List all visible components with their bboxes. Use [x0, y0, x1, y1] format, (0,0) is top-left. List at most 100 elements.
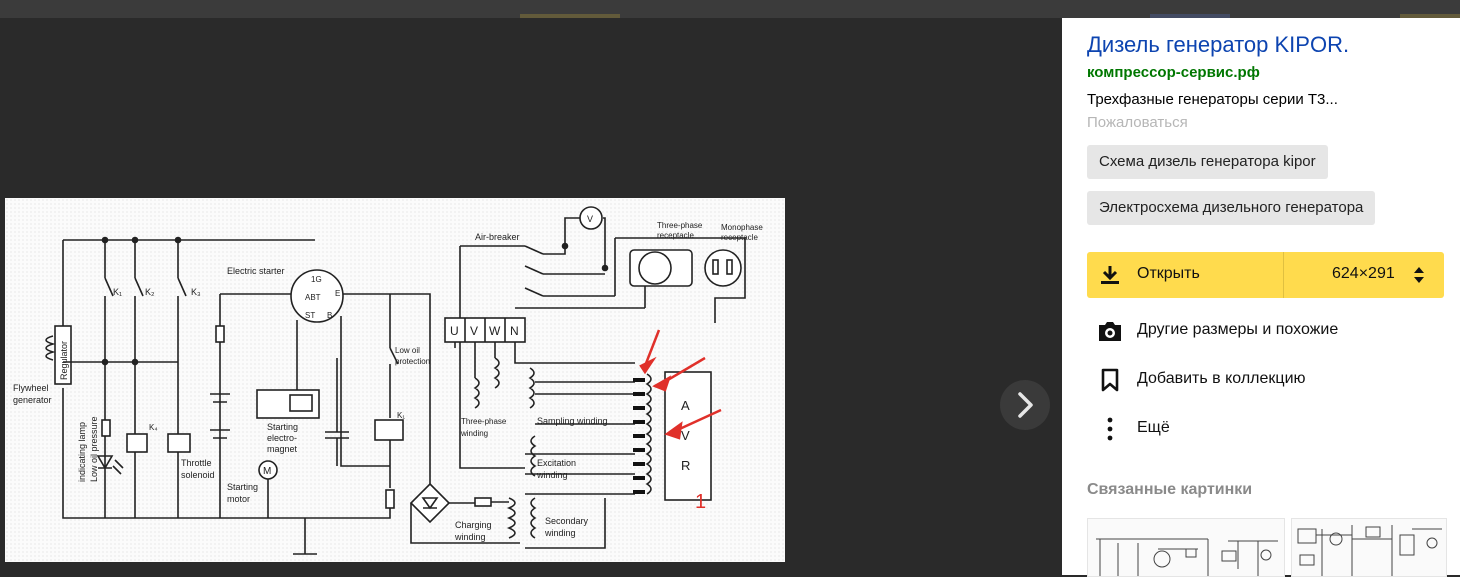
tag-electro-scheme[interactable]: Электросхема дизельного генератора	[1087, 191, 1376, 225]
starter-st: ST	[305, 311, 315, 320]
regulator-label: Regulator	[59, 341, 69, 380]
throttle-label-2: solenoid	[181, 470, 215, 480]
three-phase-receptacle-1: Three-phase	[657, 221, 703, 230]
secondary-label-2: winding	[544, 528, 576, 538]
starting-motor-label-2: motor	[227, 494, 250, 504]
relay-k2	[126, 433, 148, 453]
throttle-label-1: Throttle	[181, 458, 212, 468]
wire	[343, 293, 431, 513]
related-image-thumb[interactable]	[1087, 518, 1285, 577]
bookmark-icon	[1101, 368, 1119, 392]
more-action[interactable]: Ещё	[1087, 414, 1417, 444]
electric-starter-label: Electric starter	[227, 266, 285, 276]
magnet-label-2: electro-	[267, 433, 297, 443]
air-breaker-label: Air-breaker	[475, 232, 520, 242]
starting-motor-label-1: Starting	[227, 482, 258, 492]
relay-k1-label: K₁	[397, 411, 405, 420]
wire	[410, 502, 520, 544]
report-link[interactable]: Пожаловаться	[1087, 114, 1188, 131]
switch-k3	[177, 240, 187, 518]
wire	[219, 293, 295, 326]
junction	[601, 264, 609, 272]
three-phase-winding-2: winding	[460, 429, 488, 438]
rectifier-bridge	[409, 482, 451, 524]
next-image-button[interactable]	[1000, 380, 1050, 430]
more-label: Ещё	[1137, 419, 1170, 436]
avr-a: A	[681, 398, 690, 413]
open-image-button[interactable]: Открыть 624×291	[1087, 252, 1444, 298]
magnet-label-3: magnet	[267, 444, 298, 454]
switch-k1	[104, 240, 114, 518]
magnet-label-1: Starting	[267, 422, 298, 432]
charging-coil	[506, 497, 516, 539]
wiring-diagram-image[interactable]: Regulator Flywheel generator K₁ K₂ K₃ Lo…	[5, 198, 785, 562]
k1-label: K₁	[113, 287, 122, 297]
relay-k1	[374, 419, 404, 441]
fuse	[215, 325, 225, 343]
source-domain-link[interactable]: компрессор-сервис.рф	[1087, 64, 1260, 81]
image-description: Трехфазные генераторы серии Т3...	[1087, 91, 1338, 108]
three-phase-receptacle-2: receptacle	[657, 231, 694, 240]
more-vertical-icon	[1107, 417, 1113, 441]
junction	[561, 242, 569, 250]
top-bar-highlight	[1400, 14, 1460, 18]
throttle-solenoid	[167, 433, 191, 453]
capacitor	[325, 358, 349, 466]
download-icon	[1101, 266, 1119, 284]
charging-label-1: Charging	[455, 520, 492, 530]
generator-label: generator	[13, 395, 52, 405]
other-sizes-action[interactable]: Другие размеры и похожие	[1087, 316, 1417, 346]
wire	[515, 237, 746, 323]
monophase-socket	[704, 249, 742, 287]
image-details-panel: Дизель генератор KIPOR. компрессор-серви…	[1062, 18, 1460, 577]
excitation-coil	[530, 435, 537, 477]
wire	[543, 217, 615, 297]
wiring-thumb-graphic	[1297, 525, 1442, 576]
wire	[525, 381, 635, 495]
k2-label: K₂	[145, 287, 155, 297]
k3-label: K₃	[191, 287, 201, 297]
charging-label-2: winding	[454, 532, 486, 542]
voltmeter-label: V	[587, 214, 593, 224]
camera-icon	[1099, 322, 1121, 341]
diode-symbol	[421, 497, 439, 510]
other-sizes-label: Другие размеры и похожие	[1137, 321, 1339, 338]
terminal-u: U	[450, 324, 459, 338]
terminal-dividers	[464, 318, 506, 342]
avr-connector-pins	[633, 378, 645, 494]
lamp-label-1: Low oil pressure	[89, 416, 99, 482]
add-to-collection-action[interactable]: Добавить в коллекцию	[1087, 365, 1417, 395]
tag-kipor-scheme[interactable]: Схема дизель генератора kipor	[1087, 145, 1328, 179]
terminal-w: W	[489, 324, 501, 338]
wire	[305, 508, 391, 519]
battery	[210, 326, 230, 518]
chevron-right-icon	[1018, 392, 1033, 418]
fuse-3	[474, 497, 492, 507]
lamp-diode	[96, 455, 124, 475]
starter-1g: 1G	[311, 275, 322, 284]
low-oil-switch	[389, 294, 399, 418]
junction	[131, 236, 139, 244]
avr-v: V	[681, 428, 690, 443]
wire	[340, 316, 390, 467]
junction	[101, 236, 109, 244]
air-breaker-contacts	[524, 245, 544, 297]
switch-k2	[134, 240, 144, 518]
wire	[62, 388, 305, 519]
related-image-thumb[interactable]	[1291, 518, 1447, 577]
image-size-select[interactable]: 624×291	[1332, 265, 1395, 282]
excitation-label-1: Excitation	[537, 458, 576, 468]
voltmeter	[579, 206, 603, 230]
low-oil-label-2: protection	[395, 357, 430, 366]
top-bar-highlight	[1150, 14, 1230, 18]
starter-abt: ABT	[305, 293, 321, 302]
electric-starter-switch	[290, 269, 344, 323]
annotation-number: 1	[695, 491, 706, 513]
flywheel-label: Flywheel	[13, 383, 49, 393]
excitation-label-2: winding	[536, 470, 568, 480]
top-bar-highlight	[520, 14, 620, 18]
three-phase-socket	[638, 251, 672, 285]
wire	[525, 498, 606, 549]
starter-e: E	[335, 289, 340, 298]
image-title-link[interactable]: Дизель генератор KIPOR.	[1087, 32, 1350, 57]
